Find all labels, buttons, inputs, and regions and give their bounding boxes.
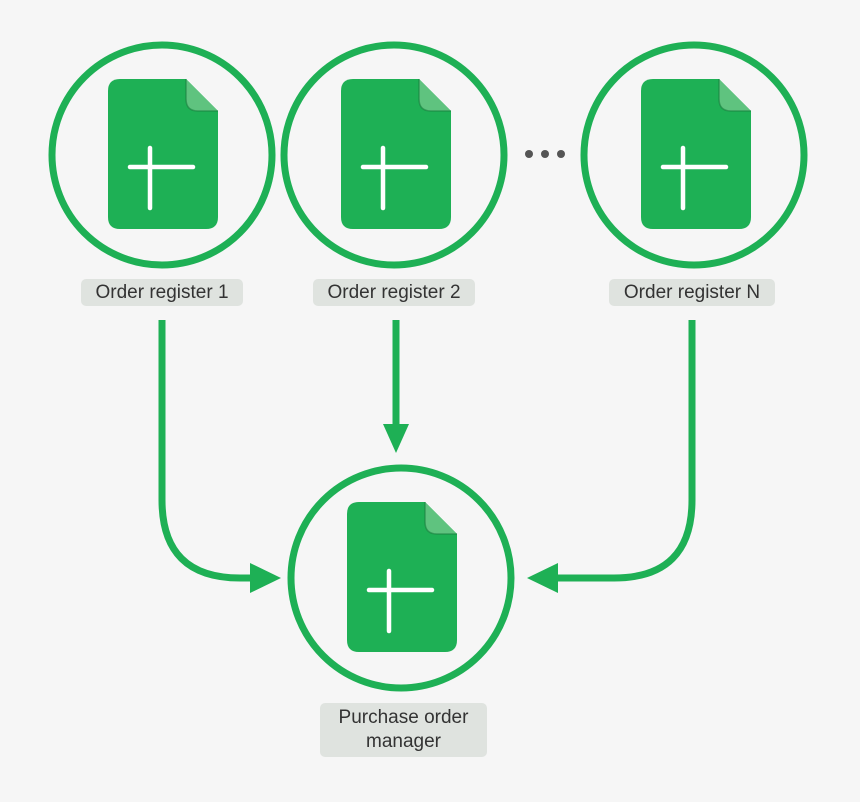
edge-register-2-to-manager [383,320,409,453]
edge-register-n-to-manager [527,320,696,593]
label-register-2: Order register 2 [313,279,475,306]
more-horizontal-icon [525,150,565,158]
node-register-n [580,41,808,269]
label-purchase-order-manager: Purchase order manager [320,703,487,757]
node-manager [287,464,515,692]
spreadsheet-document-icon [347,502,457,652]
label-register-n: Order register N [609,279,775,306]
spreadsheet-document-icon [341,79,451,229]
edge-register-1-to-manager [158,320,281,593]
label-register-1: Order register 1 [81,279,243,306]
spreadsheet-document-icon [641,79,751,229]
node-register-1 [48,41,276,269]
spreadsheet-document-icon [108,79,218,229]
node-register-2 [280,41,508,269]
